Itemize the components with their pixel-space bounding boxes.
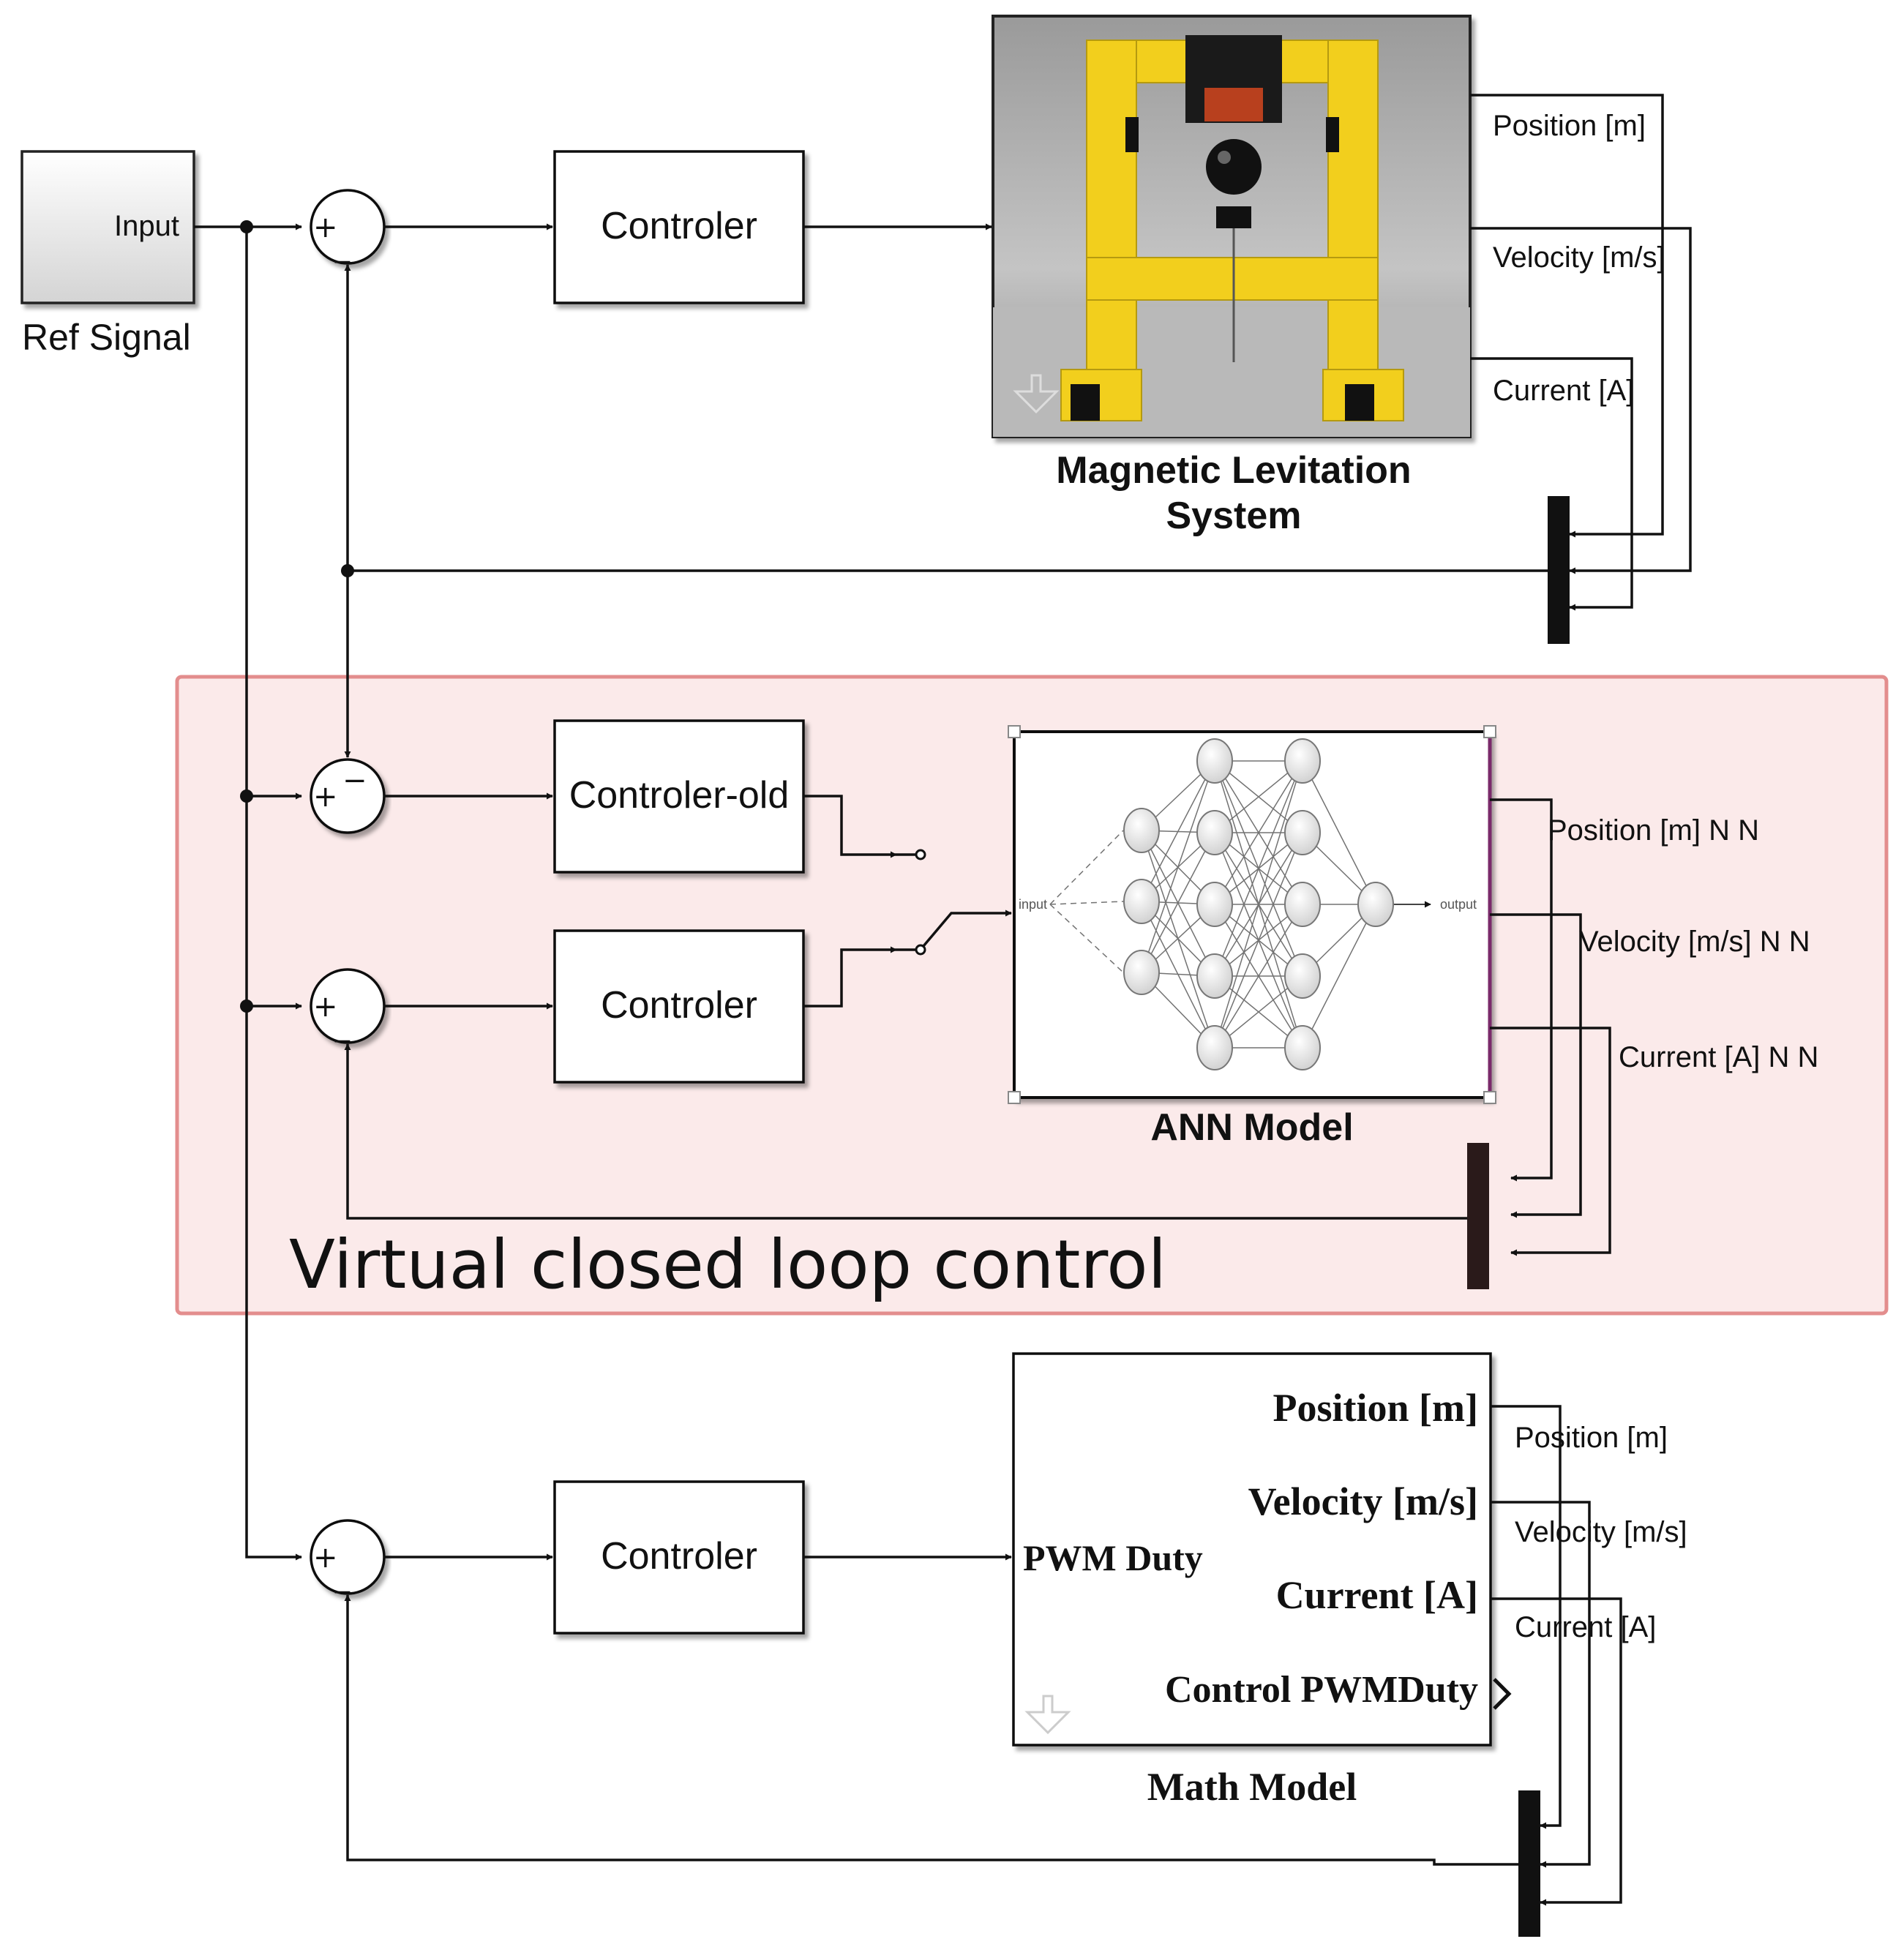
math-output-current: Current [A] (1515, 1611, 1656, 1643)
svg-text:+: + (313, 990, 338, 1024)
controller-top[interactable]: Controler (553, 150, 805, 304)
subsystem-arrow-icon (1024, 1695, 1071, 1735)
ref-port-label: Input (114, 210, 179, 242)
sum-junction-virtual-old[interactable]: + − (310, 758, 386, 834)
mux-icon (1518, 1790, 1540, 1937)
mux-icon (1467, 1143, 1489, 1289)
svg-text:+: + (313, 1541, 338, 1575)
plant-name-line2: System (1166, 495, 1302, 537)
math-output-velocity: Velocity [m/s] (1515, 1516, 1687, 1548)
ann-model-block[interactable]: input output (1008, 725, 1496, 1104)
maglev-plant-block[interactable] (992, 15, 1472, 438)
virtual-loop-title: Virtual closed loop control (289, 1226, 1166, 1304)
ann-output-current: Current [A] N N (1619, 1041, 1818, 1073)
svg-text:_: _ (334, 230, 351, 263)
ann-input-label: input (1019, 897, 1047, 912)
math-out-control-pwm: Control PWMDuty (1165, 1669, 1478, 1711)
maglev-photo-icon (993, 35, 1470, 437)
controller-old-label: Controler-old (569, 774, 790, 817)
top-output-position: Position [m] (1493, 110, 1646, 142)
ann-output-velocity: Velocity [m/s] N N (1579, 926, 1810, 958)
mux-bottom (1518, 1790, 1540, 1937)
svg-text:+: + (313, 780, 338, 814)
math-out-position: Position [m] (1273, 1386, 1478, 1430)
top-output-velocity: Velocity [m/s] (1493, 241, 1665, 274)
controller-top-label: Controler (601, 205, 757, 247)
ann-output-label: output (1440, 897, 1477, 912)
controller-bottom[interactable]: Controler (553, 1480, 805, 1635)
ref-signal-block[interactable]: Input (20, 150, 195, 304)
svg-text:_: _ (334, 1560, 351, 1594)
math-out-current: Current [A] (1276, 1573, 1478, 1617)
controller-old[interactable]: Controler-old (553, 719, 805, 874)
sum-junction-bottom[interactable]: + _ (310, 1519, 386, 1595)
top-output-current: Current [A] (1493, 375, 1634, 407)
mux-virtual (1467, 1143, 1489, 1289)
ref-signal-name: Ref Signal (22, 317, 191, 358)
switch-icon (896, 849, 1012, 956)
svg-text:−: − (342, 764, 367, 798)
ann-output-position: Position [m] N N (1548, 814, 1759, 847)
math-model-name: Math Model (1147, 1765, 1357, 1809)
mux-top (1548, 496, 1570, 644)
svg-text:_: _ (334, 1009, 351, 1043)
math-model-block[interactable]: PWM Duty Position [m] Velocity [m/s] Cur… (1012, 1352, 1512, 1747)
manual-switch[interactable] (896, 849, 1012, 956)
math-output-position: Position [m] (1515, 1422, 1668, 1454)
controller-virtual[interactable]: Controler (553, 929, 805, 1084)
controller-virtual-label: Controler (601, 984, 757, 1027)
subsystem-arrow-icon (1013, 374, 1060, 414)
ann-model-name: ANN Model (1150, 1106, 1353, 1149)
math-inport-pwm: PWM Duty (1023, 1537, 1203, 1578)
svg-text:+: + (313, 211, 338, 244)
sum-junction-top[interactable]: + _ (310, 189, 386, 265)
plant-name-line1: Magnetic Levitation (1056, 449, 1411, 492)
neural-network-icon (1049, 738, 1431, 1070)
sum-junction-virtual[interactable]: + _ (310, 968, 386, 1044)
mux-icon (1548, 496, 1570, 644)
controller-bottom-label: Controler (601, 1535, 757, 1578)
math-out-velocity: Velocity [m/s] (1248, 1479, 1478, 1523)
